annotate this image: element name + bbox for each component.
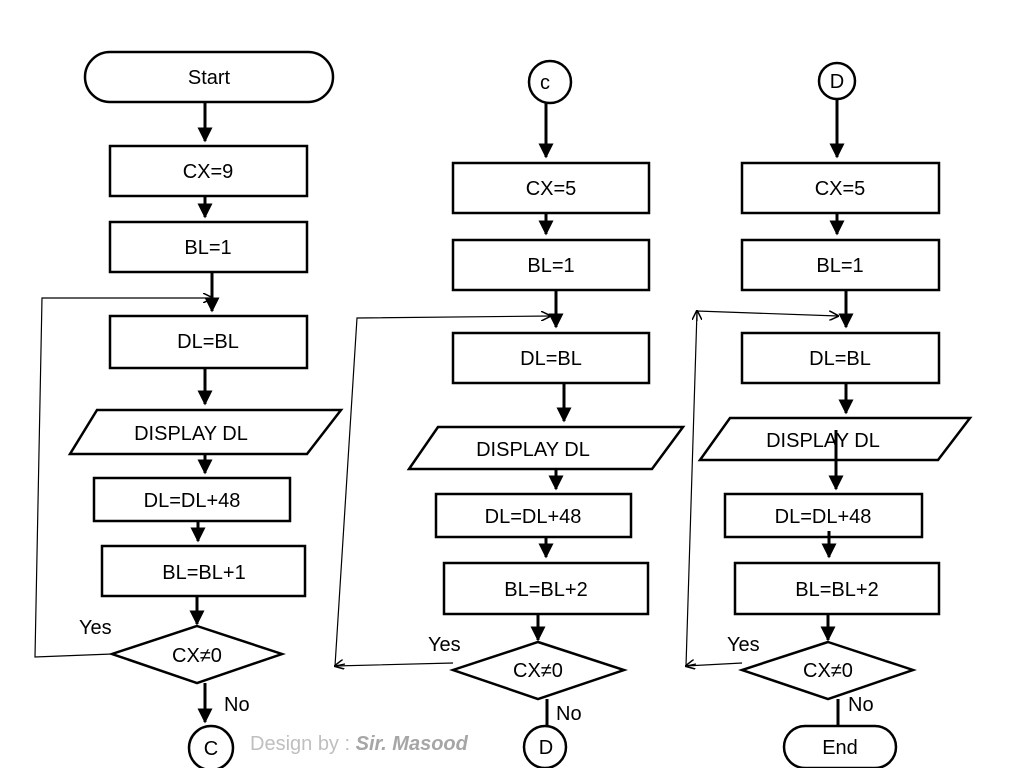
bl-init-box	[740, 238, 941, 292]
connector-c-in	[527, 59, 573, 105]
credit-text: Design by : Sir. Masood	[250, 733, 469, 755]
loop-back-arrow	[685, 310, 838, 667]
dl-assign-box	[740, 331, 941, 385]
decision-diamond	[108, 624, 286, 685]
bl-inc-box	[733, 561, 941, 616]
display-label: DISPLAY DL	[134, 423, 248, 445]
no-label: No	[224, 694, 250, 716]
right-flow: D CX=5 BL=1 DL=BL DISPLAY DL DL=DL+48 BL…	[685, 61, 973, 768]
middle-flow: c CX=5 BL=1 DL=BL DISPLAY DL DL=DL+48 BL…	[334, 59, 686, 768]
display-label: DISPLAY DL	[476, 439, 590, 461]
connector-c-in-label: c	[540, 72, 550, 94]
cx-label: CX=5	[526, 178, 577, 200]
loop-exit-arrowhead	[335, 664, 346, 666]
loop-back-arrow	[34, 298, 212, 658]
decision-diamond	[738, 640, 917, 701]
decision-label: CX≠0	[172, 645, 222, 667]
left-flow: Start CX=9 BL=1 DL=BL DISPLAY DL DL=DL+4…	[34, 50, 344, 768]
bl-init-label: BL=1	[527, 255, 574, 277]
loop-exit-arrowhead	[686, 664, 697, 666]
bl-inc-label: BL=BL+2	[504, 579, 587, 601]
cx-label: CX=9	[183, 161, 234, 183]
connector-c-out	[187, 724, 235, 768]
dl-add-box	[434, 492, 633, 539]
loop-back-arrow	[334, 316, 550, 667]
dl-add-label: DL=DL+48	[144, 490, 241, 512]
bl-init-box	[108, 220, 309, 274]
end-terminal	[782, 724, 898, 768]
bl-init-label: BL=1	[184, 237, 231, 259]
start-terminal	[83, 50, 335, 104]
no-label: No	[556, 703, 582, 725]
display-io-box	[67, 408, 344, 456]
credit-prefix: Design by :	[250, 733, 356, 755]
cx-process-box	[740, 161, 941, 215]
dl-assign-box	[451, 331, 651, 385]
bl-inc-box	[100, 544, 307, 598]
cx-process-box	[451, 161, 651, 215]
bl-init-box	[451, 238, 651, 292]
yes-label: Yes	[79, 617, 112, 639]
dl-assign-label: DL=BL	[177, 331, 239, 353]
connector-d-out	[522, 724, 568, 768]
connector-c-label: C	[204, 738, 218, 760]
bl-inc-label: BL=BL+1	[162, 562, 245, 584]
display-io-box	[406, 425, 686, 471]
dl-assign-label: DL=BL	[520, 348, 582, 370]
bl-init-label: BL=1	[816, 255, 863, 277]
connector-d-in-label: D	[830, 71, 844, 93]
yes-label: Yes	[428, 634, 461, 656]
dl-add-label: DL=DL+48	[775, 506, 872, 528]
credit-author: Sir. Masood	[356, 733, 469, 755]
decision-label: CX≠0	[513, 660, 563, 682]
dl-assign-box	[108, 314, 309, 370]
yes-label: Yes	[727, 634, 760, 656]
dl-add-box	[92, 476, 292, 523]
bl-inc-box	[442, 561, 650, 616]
decision-diamond	[449, 640, 628, 701]
no-label: No	[848, 694, 874, 716]
dl-add-label: DL=DL+48	[485, 506, 582, 528]
bl-inc-label: BL=BL+2	[795, 579, 878, 601]
start-label: Start	[188, 67, 231, 89]
connector-d-out-label: D	[539, 737, 553, 759]
cx-process-box	[108, 144, 309, 198]
dl-assign-label: DL=BL	[809, 348, 871, 370]
decision-label: CX≠0	[803, 660, 853, 682]
cx-label: CX=5	[815, 178, 866, 200]
display-label: DISPLAY DL	[766, 430, 880, 452]
end-label: End	[822, 737, 858, 759]
dl-add-box	[723, 492, 924, 539]
